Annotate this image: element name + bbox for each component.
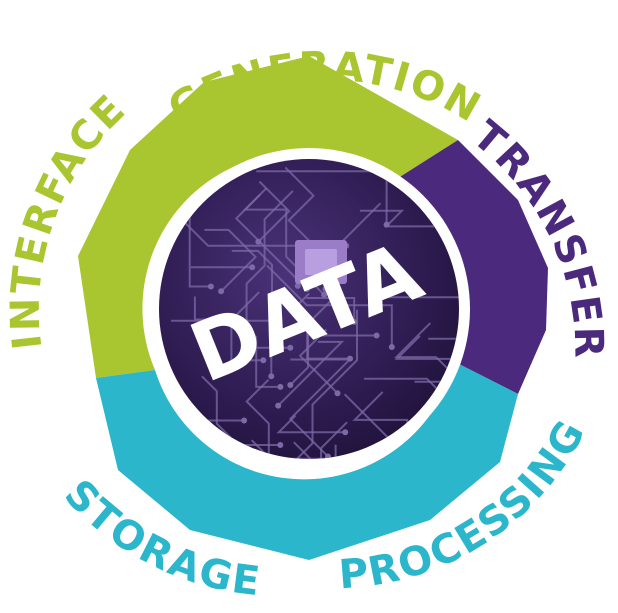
circuit-node bbox=[383, 221, 390, 228]
circuit-trace bbox=[276, 414, 346, 434]
circuit-trace bbox=[306, 297, 356, 322]
chip-core bbox=[305, 249, 337, 275]
circuit-trace bbox=[359, 209, 450, 228]
circuit-trace bbox=[277, 340, 345, 407]
ring-segment-generation bbox=[78, 56, 458, 378]
circuit-trace bbox=[414, 380, 459, 446]
circuit-trace bbox=[257, 180, 291, 243]
circuit-node bbox=[275, 402, 282, 409]
circuit-node bbox=[334, 390, 341, 397]
circuit-trace bbox=[256, 170, 388, 225]
circuit-node bbox=[277, 383, 284, 390]
circuit-trace bbox=[188, 212, 211, 288]
circuit-trace bbox=[275, 309, 358, 459]
circuit-trace bbox=[293, 292, 377, 337]
circuit-node bbox=[218, 288, 225, 295]
ring-segment-processing bbox=[96, 362, 518, 560]
data-globe: DATA bbox=[159, 159, 531, 459]
circuit-trace bbox=[171, 319, 273, 377]
circuit-trace bbox=[393, 322, 459, 452]
circuit-trace bbox=[343, 393, 431, 459]
circuit-node bbox=[260, 357, 267, 364]
circuit-node bbox=[373, 332, 380, 339]
circuit-trace bbox=[320, 421, 364, 459]
circuit-node bbox=[269, 310, 275, 317]
circuit-trace bbox=[298, 328, 339, 394]
circuit-trace bbox=[201, 375, 281, 446]
circuit-node bbox=[388, 344, 395, 350]
ring-segment-transfer bbox=[395, 140, 548, 394]
circuit-trace bbox=[204, 228, 257, 293]
circuit-trace bbox=[193, 296, 291, 349]
circuit-node bbox=[287, 344, 294, 351]
circuit-node bbox=[322, 286, 329, 292]
circuit-trace bbox=[245, 378, 270, 459]
circuit-node bbox=[321, 291, 328, 298]
circuit-node bbox=[351, 318, 358, 325]
circuit-node bbox=[243, 341, 250, 347]
circuit-trace bbox=[289, 291, 340, 386]
circuit-node bbox=[287, 382, 294, 388]
circuit-node bbox=[277, 442, 284, 448]
circuit-trace bbox=[293, 441, 322, 459]
circuit-trace bbox=[231, 249, 273, 314]
circuit-node bbox=[342, 429, 349, 436]
circuit-trace bbox=[234, 315, 281, 388]
circuit-node bbox=[294, 282, 301, 289]
circuit-trace bbox=[266, 264, 393, 347]
circuit-trace bbox=[230, 291, 264, 362]
circuit-trace bbox=[234, 193, 308, 290]
circuit-trace bbox=[288, 358, 353, 458]
circuit-node bbox=[241, 417, 248, 424]
circuit-trace bbox=[245, 190, 294, 344]
circuit-node bbox=[249, 264, 256, 271]
circuit-trace bbox=[394, 335, 459, 360]
circuit-node bbox=[303, 286, 310, 292]
circuit-node bbox=[525, 413, 531, 419]
circuit-node bbox=[268, 373, 275, 380]
circuit-node bbox=[207, 283, 214, 290]
